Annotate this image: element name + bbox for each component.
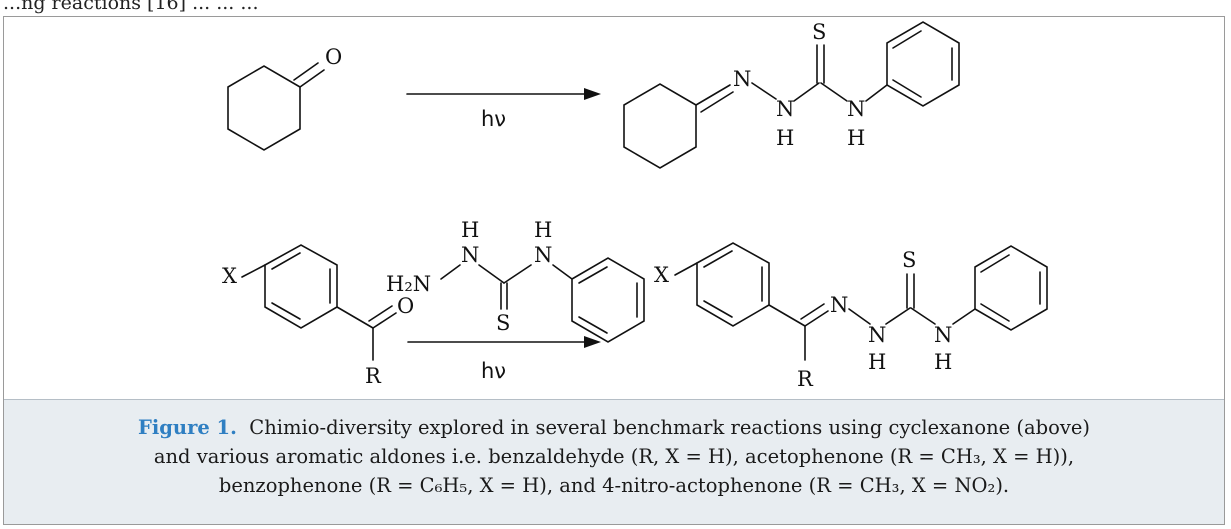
figure-caption: Figure 1. Chimio-diversity explored in s… [4, 399, 1224, 524]
reagent-phenyl-double-1 [578, 266, 608, 284]
amide-nitrogen: N [847, 97, 865, 121]
reaction2-arrow: hν [407, 336, 601, 383]
c-n-bond [503, 264, 532, 284]
reaction-scheme: O hν N N H S N H X O [222, 20, 1048, 391]
light-label: hν [481, 107, 506, 131]
imine-bond-b [700, 91, 734, 113]
product-hydrazine-hydrogen: H [868, 350, 886, 374]
product-benzene-double-1 [703, 250, 733, 268]
n-phenyl-bond [552, 264, 573, 280]
caption-line-3: benzophenone (R = C₆H₅, X = H), and 4-ni… [218, 474, 1010, 497]
product-phenyl-ring [974, 245, 1048, 331]
benzene-double-1 [271, 252, 301, 270]
product-benzene-ring [696, 242, 770, 327]
substituent-r: R [365, 364, 382, 388]
product-benzene-double-3 [703, 300, 733, 318]
carbonyl-bond-a [372, 312, 397, 329]
figure-frame [3, 16, 1225, 525]
ring-carbonyl-bond [336, 306, 374, 329]
product-phenyl-double-1 [980, 254, 1010, 273]
reagent-sulfur: S [496, 311, 510, 335]
reagent-phenyl-double-3 [578, 316, 608, 334]
hydrazine-nitrogen: N [776, 97, 794, 121]
reaction1-arrow: hν [406, 88, 601, 131]
phenylthiosemicarbazide-reagent: H H N N H₂N S [386, 218, 645, 343]
product-substituent-x: X [654, 263, 669, 287]
product-substituent-r: R [797, 367, 814, 391]
phenyl-ring [886, 21, 960, 107]
carbonyl-bond-b [293, 62, 319, 81]
light-label: hν [481, 359, 506, 383]
n-c-bond [793, 82, 820, 102]
product-cyclohexane-ring [623, 83, 697, 169]
carbonyl-bond-a [299, 69, 325, 88]
imine-bond-a [695, 84, 731, 106]
substituent-x: X [222, 264, 237, 288]
amide-hydrogen: H [847, 126, 865, 150]
caption-line-2: and various aromatic aldones i.e. benzal… [153, 445, 1075, 468]
reagent-phenyl-ring [571, 257, 645, 343]
preceding-text-fragment: ...ng reactions [16] ... ... ... [3, 0, 259, 14]
x-ring-bond [241, 264, 266, 278]
n-phenyl-bond [865, 84, 888, 102]
cyclohexanone-thiosemicarbazone-product: N N H S N H [623, 20, 960, 169]
nh2-n-bond [440, 264, 461, 280]
product-n-c-bond [885, 307, 911, 325]
amino-group: H₂N [386, 272, 431, 296]
n-c-bond [478, 264, 505, 284]
product-x-ring-bond [674, 262, 698, 276]
product-hydrazine-nitrogen: N [868, 323, 886, 347]
benzene-double-3 [271, 302, 301, 320]
product-amide-hydrogen: H [934, 350, 952, 374]
reagent-hydrogen-2: H [534, 218, 552, 242]
carbonyl-oxygen: O [397, 294, 414, 318]
caption-line-1: Figure 1. Chimio-diversity explored in s… [20, 413, 1208, 442]
aromatic-carbonyl-reactant: X O R [222, 244, 414, 388]
arrow-head [584, 336, 601, 348]
n-n-bond [751, 82, 777, 100]
c-n-bond [820, 82, 848, 102]
imine-bond-b [800, 303, 825, 320]
product-amide-nitrogen: N [934, 323, 952, 347]
imine-nitrogen: N [733, 67, 751, 91]
product-imine-nitrogen: N [830, 293, 848, 317]
product-c-n-bond [910, 307, 936, 325]
benzene-ring [264, 244, 338, 329]
figure-label: Figure 1. [138, 416, 237, 439]
product-sulfur: S [902, 248, 916, 272]
oxygen-atom: O [325, 45, 342, 69]
aromatic-thiosemicarbazone-product: X N R N H S N H [654, 242, 1048, 391]
carbonyl-bond-b [368, 305, 393, 322]
ring-imine-carbon-bond [768, 304, 806, 327]
product-n-n-bond [848, 308, 871, 325]
caption-text-1: Chimio-diversity explored in several ben… [249, 416, 1090, 439]
cyclohexane-ring [227, 65, 301, 151]
cyclohexanone-reactant: O [227, 45, 342, 151]
reagent-hydrogen-1: H [461, 218, 479, 242]
product-n-phenyl-bond [952, 308, 976, 325]
hydrazine-hydrogen: H [776, 126, 794, 150]
arrow-head [584, 88, 601, 100]
sulfur-atom: S [812, 20, 826, 44]
phenyl-double-3 [892, 79, 922, 98]
imine-bond-a [804, 310, 829, 327]
product-phenyl-double-3 [980, 303, 1010, 322]
reagent-nitrogen-1: N [461, 243, 479, 267]
phenyl-double-1 [892, 30, 922, 49]
reagent-nitrogen-2: N [534, 243, 552, 267]
